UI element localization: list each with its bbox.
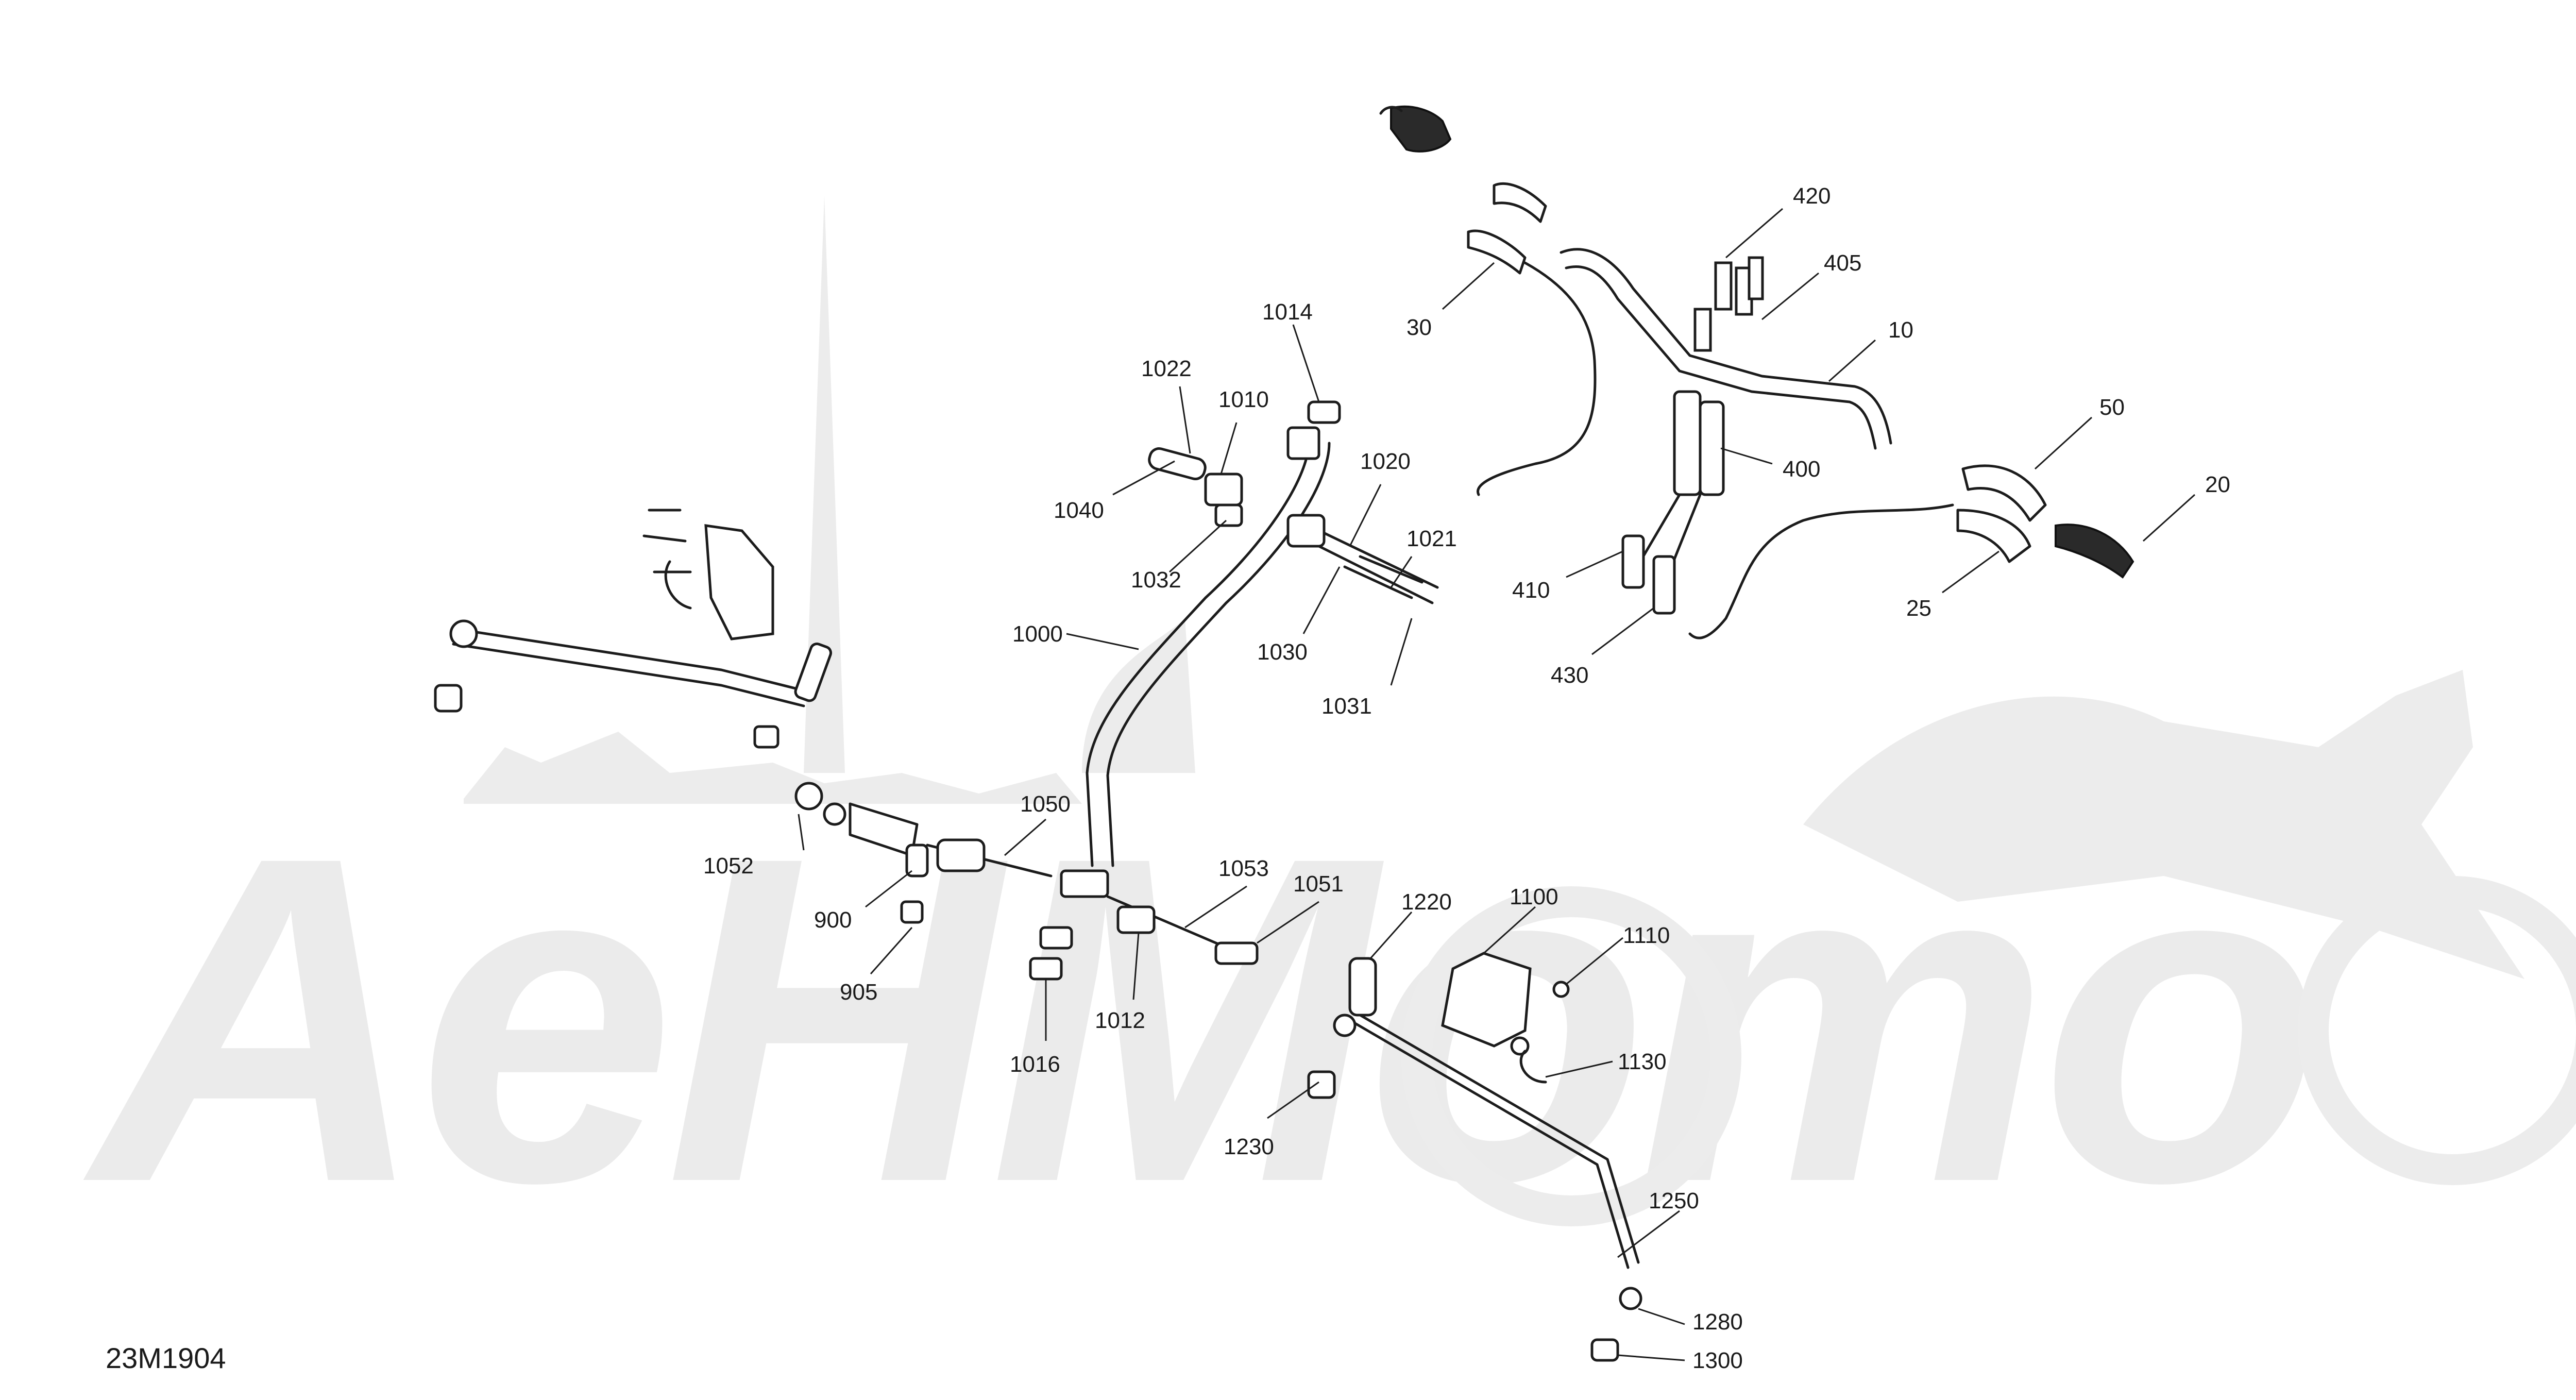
callout-420: 420 bbox=[1793, 183, 1831, 209]
tie-rod-1250-part bbox=[1307, 1014, 1642, 1362]
drawing-code: 23M1904 bbox=[106, 1342, 226, 1374]
callout-30: 30 bbox=[1406, 315, 1432, 340]
block-1010-part bbox=[1204, 473, 1243, 527]
callout-20: 20 bbox=[2205, 472, 2230, 497]
watermark-motorcycle-body bbox=[1803, 670, 2524, 979]
callout-1230: 1230 bbox=[1224, 1134, 1274, 1159]
callout-1051: 1051 bbox=[1293, 871, 1344, 897]
watermark-skyline bbox=[464, 732, 1082, 804]
washer-1016-part bbox=[1029, 926, 1073, 981]
callout-1014: 1014 bbox=[1262, 299, 1313, 325]
hose-30-part bbox=[1467, 182, 1597, 496]
pin-1220-part bbox=[1348, 957, 1377, 1017]
watermark-wheel-rear bbox=[1401, 886, 1741, 1226]
callouts: 420 405 10 30 50 20 400 25 410 430 1014 … bbox=[703, 183, 2230, 1373]
callout-1300: 1300 bbox=[1692, 1348, 1743, 1373]
callout-1280: 1280 bbox=[1692, 1309, 1743, 1335]
callout-1220: 1220 bbox=[1401, 889, 1452, 915]
grip-20-part bbox=[2055, 524, 2134, 579]
handlebar-10-part bbox=[1560, 248, 1892, 450]
watermark: AeHMomo bbox=[78, 196, 2576, 1278]
pin-1040-part bbox=[1148, 447, 1207, 481]
callout-1100: 1100 bbox=[1510, 884, 1558, 909]
callout-10: 10 bbox=[1888, 317, 1913, 343]
bushing-1014-part bbox=[1307, 400, 1341, 424]
tie-rod-left-part bbox=[434, 619, 833, 749]
callout-1052: 1052 bbox=[703, 853, 754, 879]
watermark-dome bbox=[1082, 618, 1195, 773]
callout-1021: 1021 bbox=[1406, 526, 1457, 551]
callout-1040: 1040 bbox=[1054, 498, 1104, 523]
callout-1022: 1022 bbox=[1141, 356, 1192, 381]
callout-405: 405 bbox=[1824, 250, 1861, 276]
callout-1016: 1016 bbox=[1010, 1052, 1060, 1077]
riser-400-part bbox=[1626, 256, 1764, 599]
callout-900: 900 bbox=[814, 907, 852, 933]
callout-25: 25 bbox=[1906, 596, 1931, 621]
steering-column-1000-part bbox=[1086, 426, 1331, 867]
rod-1012-part bbox=[1106, 895, 1259, 965]
grip-top-part bbox=[1379, 105, 1452, 153]
watermark-spire bbox=[804, 196, 845, 773]
callout-1012: 1012 bbox=[1095, 1008, 1145, 1033]
callout-1010: 1010 bbox=[1218, 387, 1269, 412]
callout-1050: 1050 bbox=[1020, 791, 1071, 817]
callout-50: 50 bbox=[2099, 395, 2125, 420]
callout-1250: 1250 bbox=[1649, 1188, 1699, 1213]
callout-1053: 1053 bbox=[1218, 856, 1269, 881]
callout-1000: 1000 bbox=[1012, 621, 1063, 647]
callout-1030: 1030 bbox=[1257, 639, 1308, 665]
callout-430: 430 bbox=[1551, 663, 1588, 688]
callout-1130: 1130 bbox=[1618, 1049, 1667, 1074]
hose-25-part bbox=[1688, 503, 2031, 639]
callout-410: 410 bbox=[1512, 578, 1550, 603]
cover-upper-left-part bbox=[642, 509, 774, 640]
callout-400: 400 bbox=[1783, 457, 1820, 482]
clamp-410-part bbox=[1621, 534, 1676, 615]
callout-1032: 1032 bbox=[1131, 567, 1181, 593]
linkage-900-part bbox=[794, 782, 1109, 924]
callout-1020: 1020 bbox=[1360, 449, 1411, 474]
callout-1031: 1031 bbox=[1321, 694, 1372, 719]
callout-905: 905 bbox=[840, 980, 877, 1005]
hose-50-part bbox=[1961, 464, 2047, 522]
leader-lines bbox=[798, 208, 2196, 1361]
callout-1110: 1110 bbox=[1623, 923, 1670, 948]
rods-1020-part bbox=[1286, 514, 1439, 604]
